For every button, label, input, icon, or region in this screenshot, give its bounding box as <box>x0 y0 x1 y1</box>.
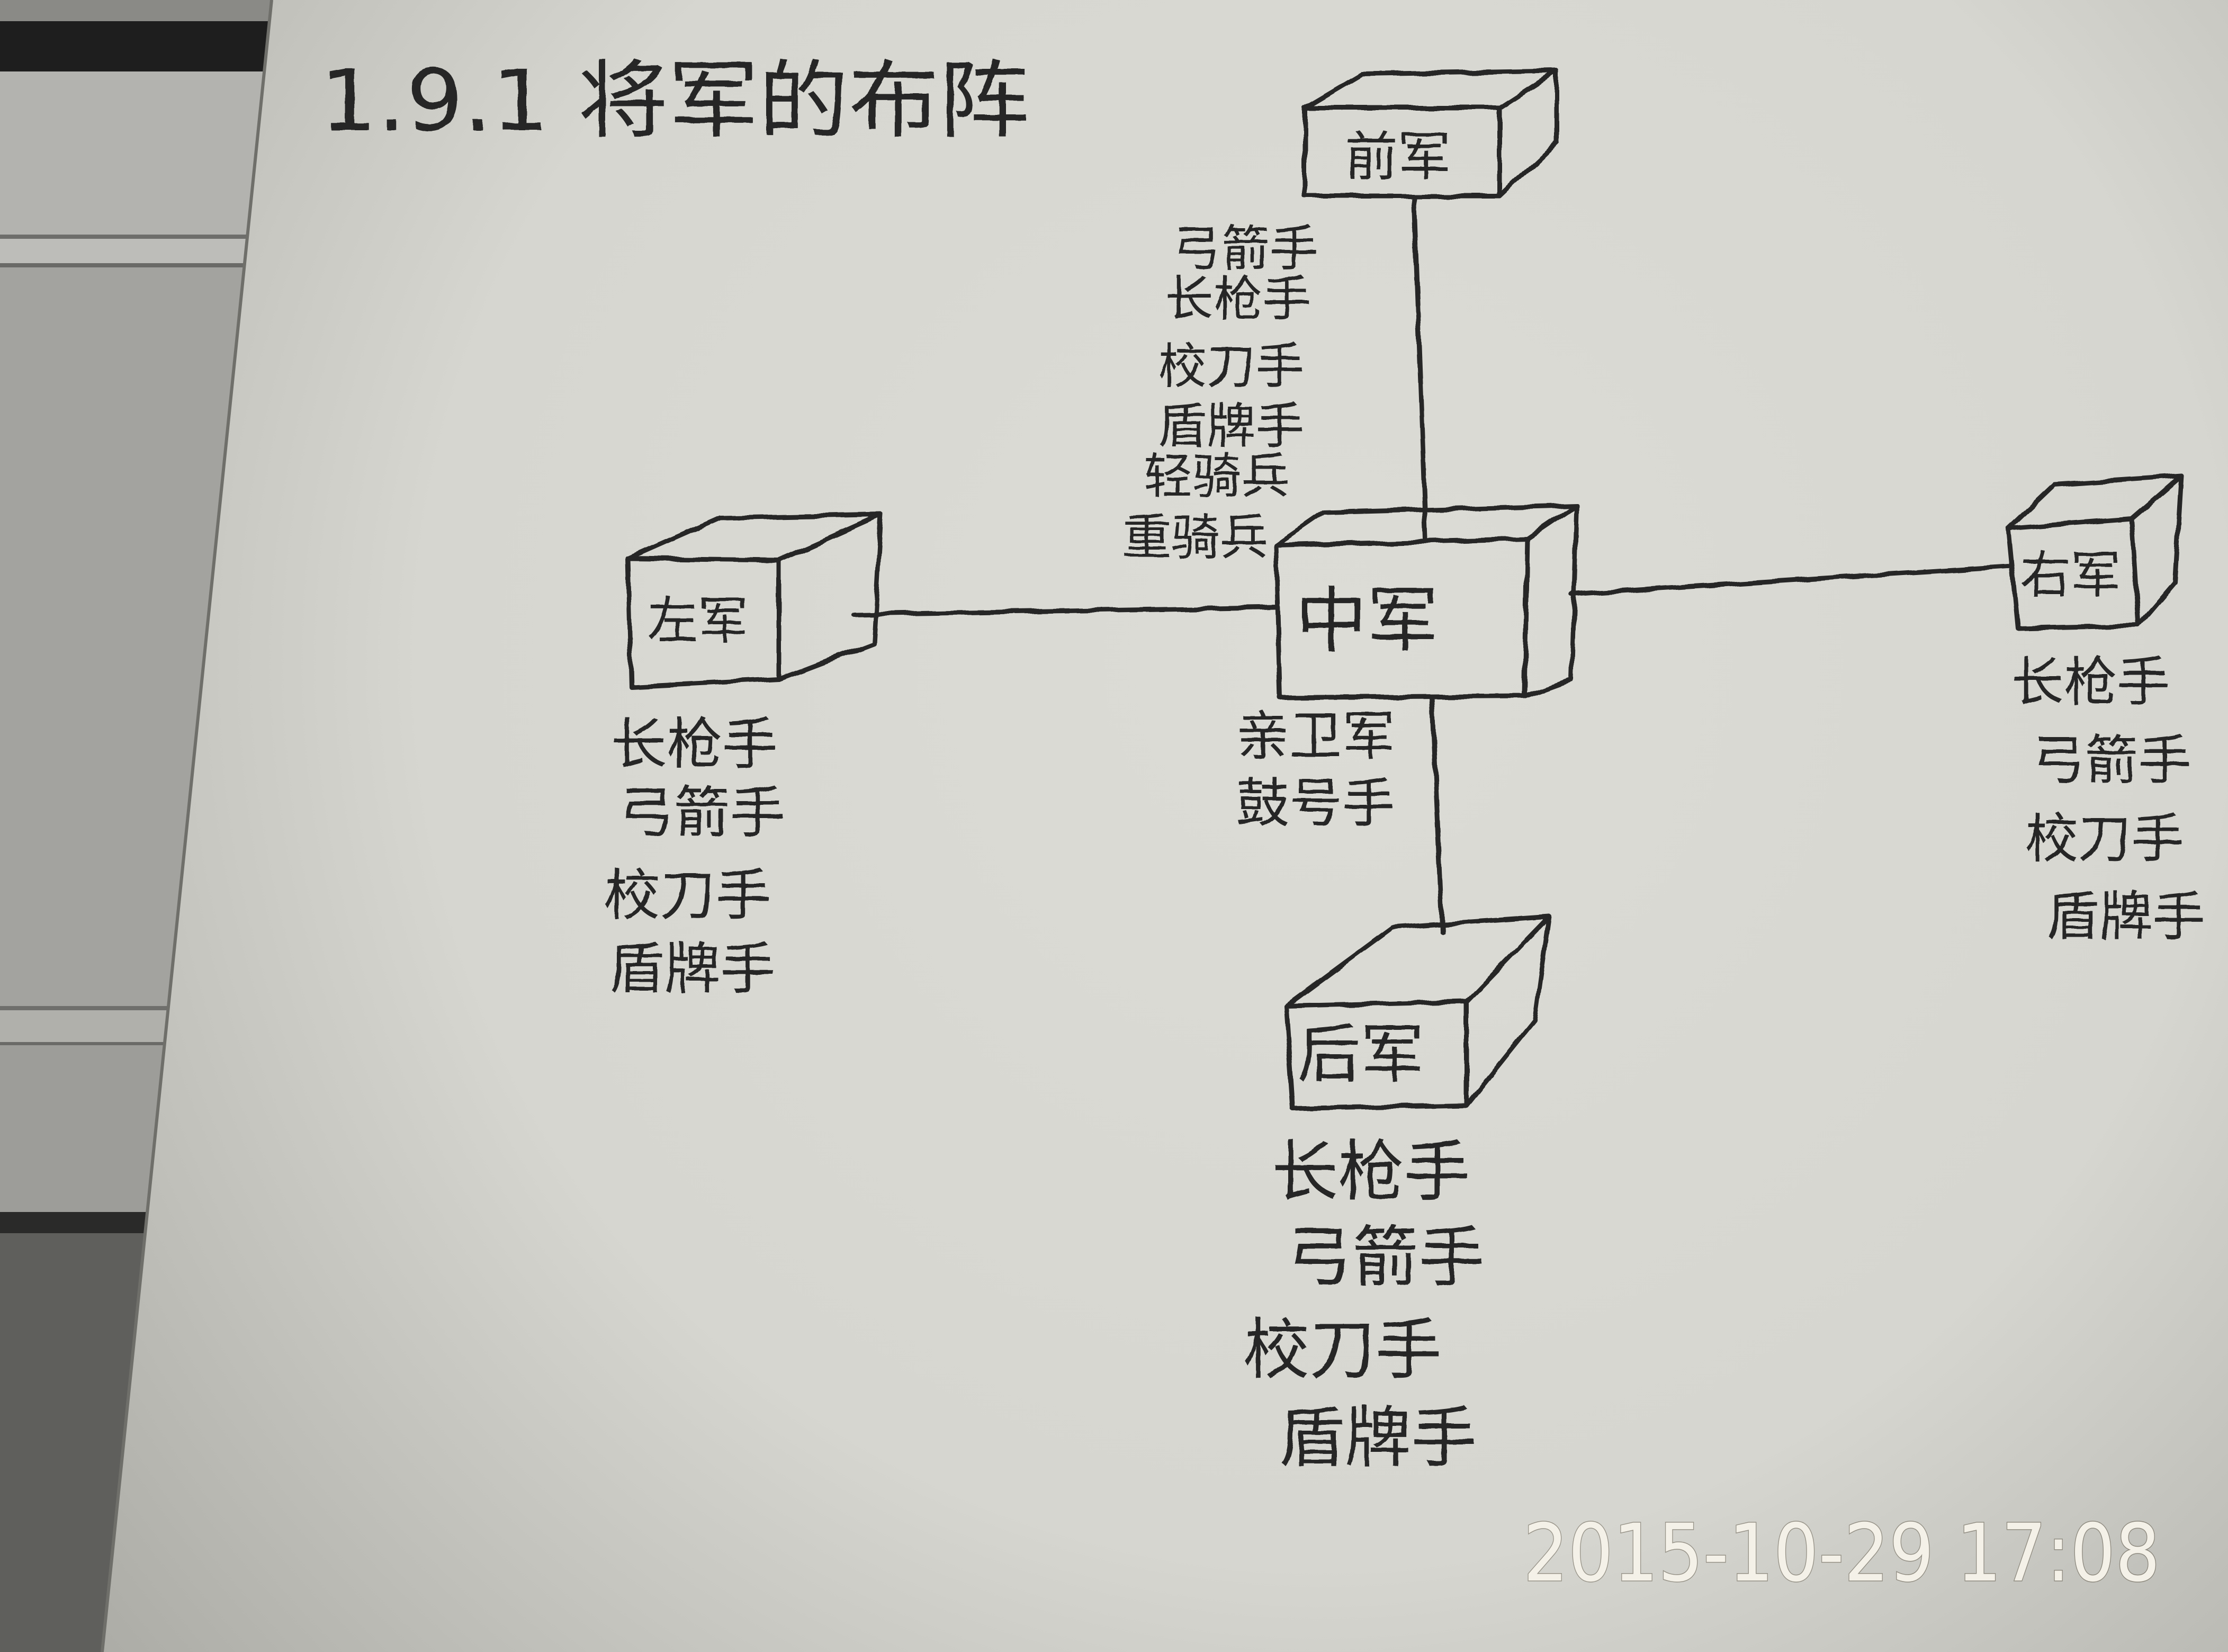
unit-item: 长枪手 <box>611 712 778 777</box>
center-army-box <box>1273 503 1579 701</box>
rear-army-units: 长枪手 弓箭手 校刀手 盾牌手 <box>1243 1134 1485 1477</box>
front-army-label: 前军 <box>1345 126 1451 188</box>
unit-item: 校刀手 <box>1158 338 1304 395</box>
unit-item: 弓箭手 <box>1172 221 1318 277</box>
unit-item: 盾牌手 <box>1279 1400 1477 1477</box>
unit-item: 亲卫军 <box>1236 705 1395 767</box>
timestamp: 2015-10-29 17:08 <box>1523 1507 2160 1600</box>
paper-sheet <box>103 0 2228 1652</box>
page-title: 1.9.1 将军的布阵 <box>320 51 1029 150</box>
connector-left-center <box>851 605 1280 617</box>
rear-army-label: 后军 <box>1297 1018 1424 1092</box>
unit-item: 长枪手 <box>2011 651 2170 713</box>
right-army-box <box>2006 473 2184 631</box>
ink-text: 1.9.1 将军的布阵 前军 中军 左军 右军 后军 弓箭手 长枪手 校刀手 盾… <box>320 51 2205 1477</box>
left-army-units: 长枪手 弓箭手 校刀手 盾牌手 <box>604 712 785 1001</box>
unit-item: 校刀手 <box>2025 808 2184 870</box>
connector-front-center <box>1411 194 1429 542</box>
right-army-units: 长枪手 弓箭手 校刀手 盾牌手 <box>2011 651 2205 948</box>
left-army-label: 左军 <box>648 592 748 650</box>
front-army-units: 弓箭手 长枪手 校刀手 盾牌手 轻骑兵 重骑兵 <box>1122 221 1318 566</box>
center-army-units: 亲卫军 鼓号手 <box>1236 705 1395 834</box>
unit-item: 盾牌手 <box>2046 886 2205 948</box>
paper-edge-shadow <box>101 0 273 1652</box>
unit-item: 弓箭手 <box>618 780 785 845</box>
unit-item: 弓箭手 <box>1286 1219 1485 1296</box>
unit-item: 轻骑兵 <box>1144 448 1290 505</box>
unit-item: 长枪手 <box>1165 271 1311 328</box>
unit-item: 校刀手 <box>1243 1312 1442 1389</box>
unit-item: 重骑兵 <box>1122 509 1269 566</box>
unit-item: 盾牌手 <box>1158 398 1304 455</box>
connector-center-right <box>1569 564 2011 597</box>
front-army-box <box>1302 68 1559 199</box>
left-army-box <box>625 512 884 689</box>
right-army-label: 右军 <box>2020 546 2121 605</box>
connector-center-rear <box>1430 695 1445 935</box>
ink-strokes <box>625 68 2184 1111</box>
unit-item: 长枪手 <box>1272 1134 1470 1211</box>
center-army-label: 中军 <box>1296 579 1439 662</box>
unit-item: 鼓号手 <box>1236 773 1395 834</box>
unit-item: 弓箭手 <box>2032 730 2191 792</box>
rear-army-box <box>1283 914 1552 1111</box>
unit-item: 校刀手 <box>604 863 771 928</box>
unit-item: 盾牌手 <box>609 937 776 1001</box>
